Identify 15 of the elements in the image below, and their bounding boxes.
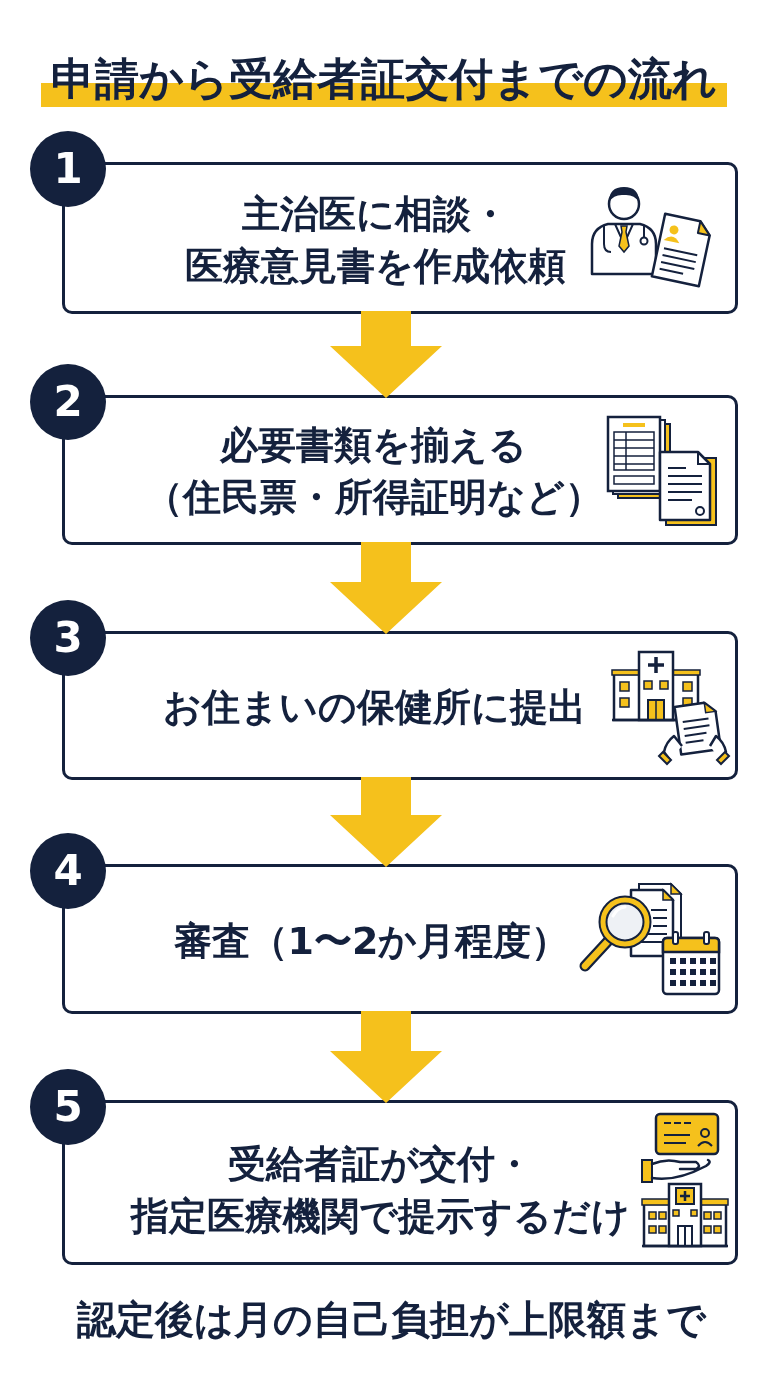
number-circle: 4 (30, 833, 106, 909)
arrow (330, 311, 442, 398)
number-circle: 2 (30, 364, 106, 440)
number-circle: 5 (30, 1069, 106, 1145)
arrow (330, 1011, 442, 1103)
step-text: 受給者証が交付・指定医療機関で提示するだけ (130, 1140, 631, 1240)
note-text: 認定後は月の自己負担が上限額まで (76, 1296, 706, 1344)
step-text: お住まいの保健所に提出 (163, 683, 586, 731)
number-circle: 1 (30, 131, 106, 207)
arrow (330, 542, 442, 634)
step-text: 主治医に相談・医療意見書を作成依頼 (184, 191, 567, 290)
step-text: 必要書類を揃える（住民票・所得証明など） (143, 422, 604, 521)
number-circle: 3 (30, 600, 106, 676)
arrow (330, 777, 442, 867)
step-text: 審査（1〜2か月程度） (173, 918, 570, 965)
